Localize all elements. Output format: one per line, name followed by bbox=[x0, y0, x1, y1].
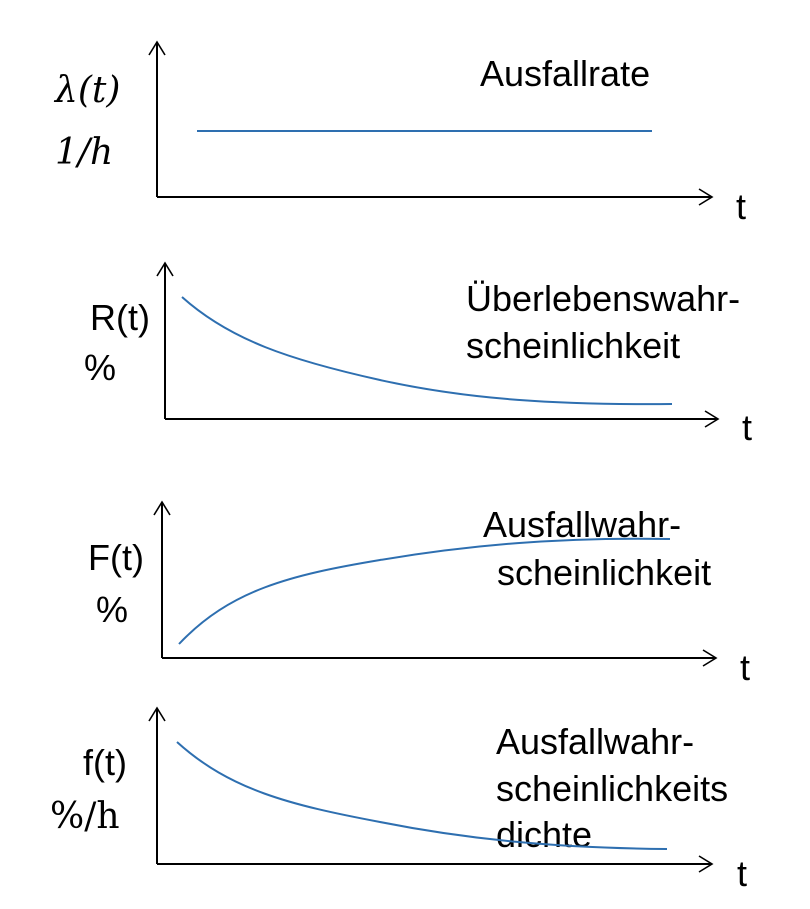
y-axis-label: λ(t) bbox=[53, 70, 120, 111]
y-axis-arrow bbox=[148, 706, 166, 722]
curve-decreasing bbox=[176, 741, 668, 850]
panel-title-line-3: dichte bbox=[496, 814, 592, 855]
curve-increasing bbox=[178, 537, 671, 645]
panel-ausfallwahrscheinlichkeitsdichte: t f(t) %/h Ausfallwahr- scheinlichkeits … bbox=[50, 706, 747, 894]
x-axis-arrow bbox=[704, 410, 720, 428]
panel-ausfallwahrscheinlichkeit: t F(t) % Ausfallwahr- scheinlichkeit bbox=[88, 500, 750, 688]
y-axis-label: F(t) bbox=[88, 537, 144, 578]
x-axis-label: t bbox=[742, 407, 752, 448]
panel-ueberlebenswahrscheinlichkeit: t R(t) % Überlebenswahr- scheinlichkeit bbox=[84, 261, 752, 448]
y-axis-arrow bbox=[153, 500, 171, 516]
x-axis-arrow bbox=[698, 188, 714, 206]
y-axis-unit: %/h bbox=[50, 796, 120, 837]
y-axis-arrow bbox=[156, 261, 174, 277]
panel-title-line-1: Ausfallwahr- bbox=[496, 721, 694, 762]
x-axis-label: t bbox=[736, 186, 746, 227]
panel-ausfallrate: t λ(t) 1/h Ausfallrate bbox=[53, 40, 746, 227]
curve-decreasing bbox=[181, 296, 673, 406]
panel-title-line-2: scheinlichkeit bbox=[466, 325, 680, 366]
x-axis-label: t bbox=[740, 647, 750, 688]
x-axis-label: t bbox=[737, 853, 747, 894]
panel-title-line-2: scheinlichkeit bbox=[497, 552, 711, 593]
panel-title-line-1: Überlebenswahr- bbox=[466, 278, 740, 319]
y-axis-unit: 1/h bbox=[55, 132, 113, 173]
y-axis-unit: % bbox=[84, 347, 116, 388]
panel-title-line-2: scheinlichkeits bbox=[496, 768, 728, 809]
x-axis-arrow bbox=[702, 649, 718, 667]
x-axis-arrow bbox=[698, 855, 714, 873]
y-axis-label: R(t) bbox=[90, 297, 150, 338]
y-axis-unit: % bbox=[96, 589, 128, 630]
panel-title: Ausfallrate bbox=[480, 53, 650, 94]
y-axis-arrow bbox=[148, 40, 166, 56]
y-axis-label: f(t) bbox=[83, 742, 127, 783]
